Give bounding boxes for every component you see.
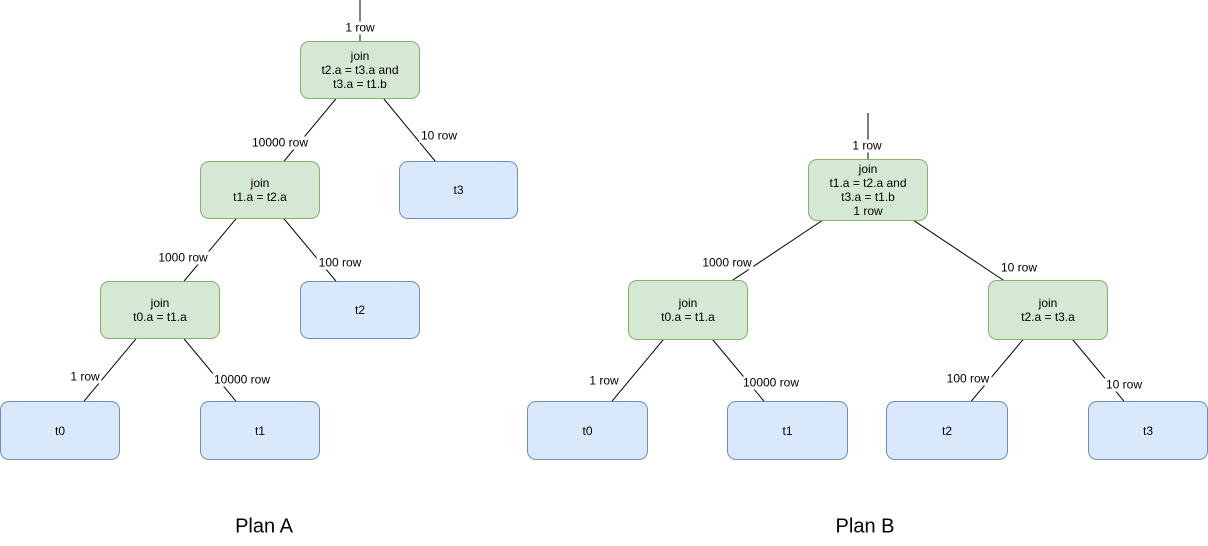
plan-b-edge-label-right-to-t2: 100 row [944,371,992,386]
plan-b-edge-label-right-to-t3: 10 row [1103,377,1145,392]
plan-b-table-node-t1[interactable]: t1 [727,401,848,460]
plan-a-edge-label-root-to-t3: 10 row [418,128,460,143]
plan-a-table-node-t3[interactable]: t3 [399,161,518,219]
plan-b-table-node-t2[interactable]: t2 [886,401,1008,460]
plan-a-lower-join-node[interactable]: join t0.a = t1.a [100,281,220,339]
plan-b-title: Plan B [835,515,895,538]
plan-a-root-join-node[interactable]: join t2.a = t3.a and t3.a = t1.b [300,41,420,99]
plan-a-edge-label-lower-to-t1: 10000 row [211,372,273,387]
plan-a-edge-label-root-to-mid: 10000 row [249,135,311,150]
plan-b-edge-label-left-to-t1: 10000 row [740,375,802,390]
plan-b-table-node-t3[interactable]: t3 [1088,401,1208,460]
plan-b-edge-label-left-to-t0: 1 row [587,373,621,388]
plan-a-edge-label-mid-to-lower: 1000 row [156,250,210,265]
plan-a-edge-label-mid-to-t2: 100 row [316,255,364,270]
plan-a-edge-label-root-in: 1 row [343,20,377,35]
plan-b-right-join-node[interactable]: join t2.a = t3.a [988,280,1108,340]
plan-a-mid-join-node[interactable]: join t1.a = t2.a [200,161,320,219]
plan-b-edge-label-root-to-right: 10 row [998,260,1040,275]
plan-b-table-node-t0[interactable]: t0 [527,401,648,460]
plan-a-table-node-t1[interactable]: t1 [200,401,320,460]
plan-b-edge-label-root-in: 1 row [850,138,884,153]
plan-a-title: Plan A [235,515,293,538]
plan-b-root-join-node[interactable]: join t1.a = t2.a and t3.a = t1.b 1 row [808,159,928,221]
plan-a-table-node-t0[interactable]: t0 [0,401,120,460]
plan-b-left-join-node[interactable]: join t0.a = t1.a [628,280,748,340]
plan-b-edge-label-root-to-left: 1000 row [700,255,754,270]
plan-a-table-node-t2[interactable]: t2 [300,281,420,339]
plan-a-edge-label-lower-to-t0: 1 row [68,369,102,384]
